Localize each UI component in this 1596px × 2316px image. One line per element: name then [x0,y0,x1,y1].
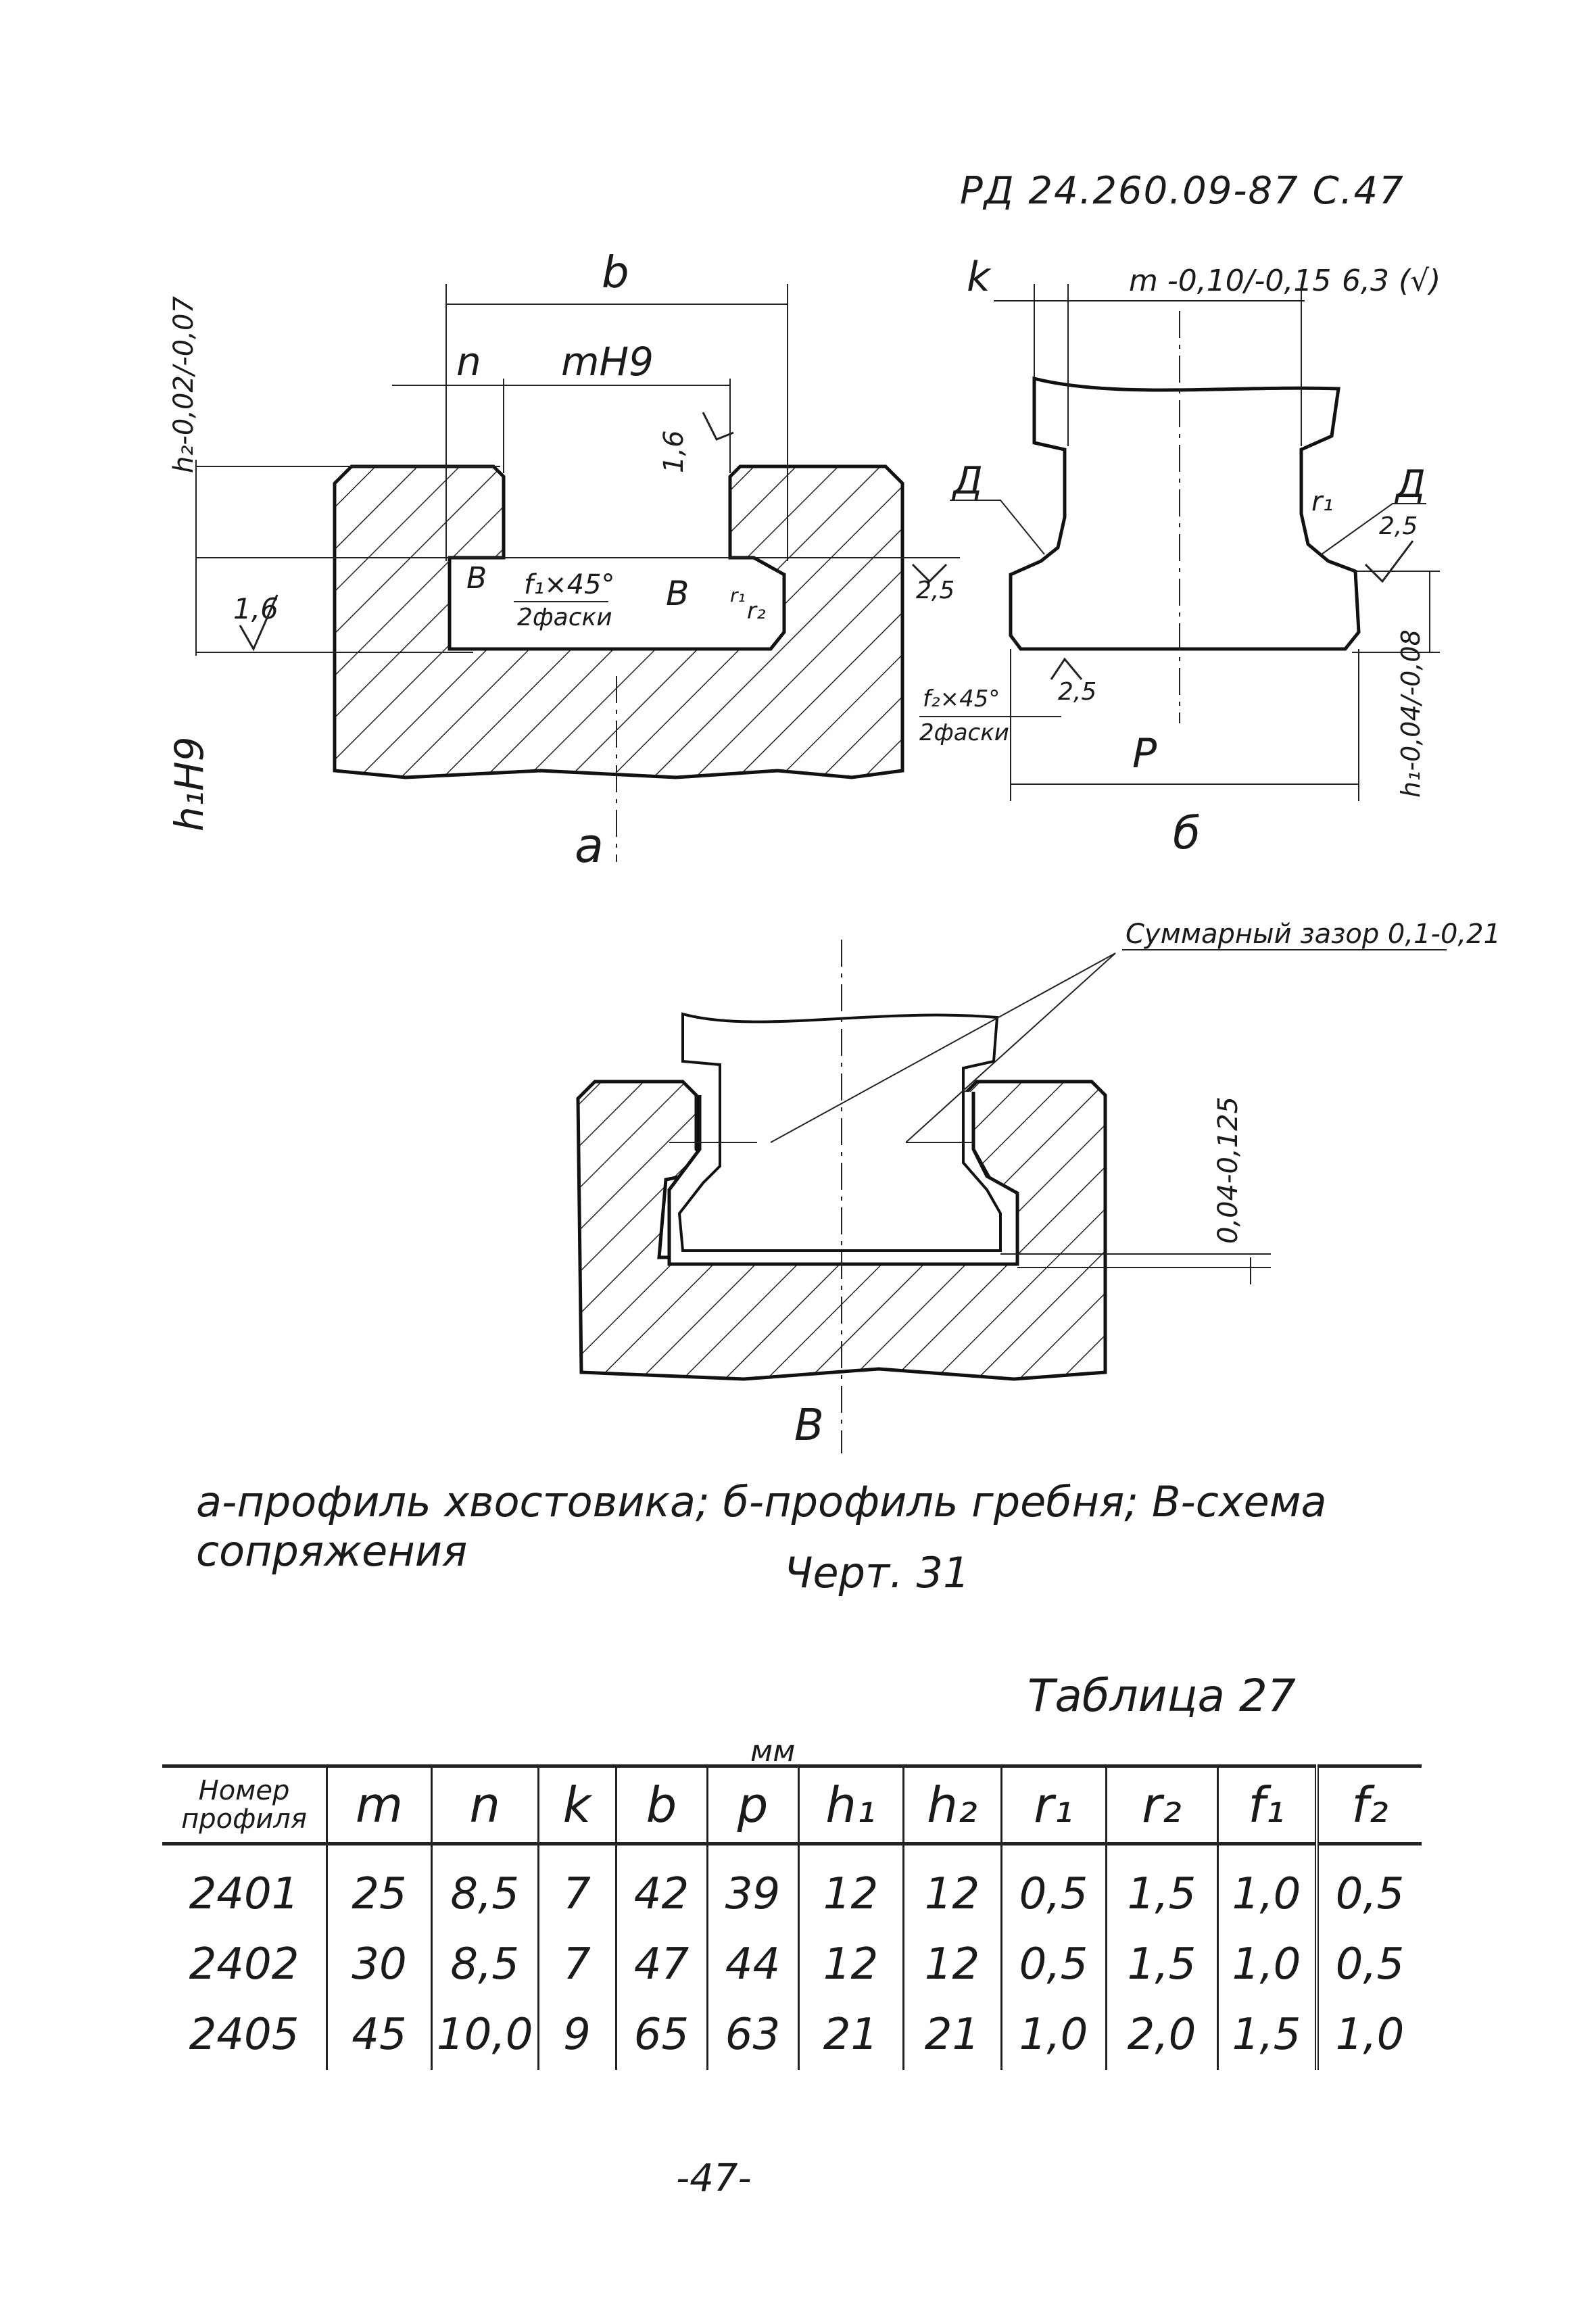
technical-drawing: b n mH9 h₂-0,02/-0,07 h₁H9 1,6 1,6 2,5 f… [166,248,1501,1453]
cell: 65 [614,2000,707,2070]
view-b-body [1009,376,1361,651]
cell: 0,5 [1000,1843,1106,1929]
cell: 30 [326,1929,432,2000]
cell: 1,5 [1105,1843,1217,1929]
table-title: Таблица 27 [1027,1670,1296,1722]
cell: 9 [537,2000,616,2070]
header-n: n [431,1764,538,1845]
dim-p-label: P [1132,730,1157,777]
header-r1: r₁ [1000,1764,1106,1845]
chamfer-f2-label: f₂×45° [923,685,1000,713]
table-row: 2401 25 8,5 7 42 39 12 12 0,5 1,5 1,0 0,… [162,1843,1422,1929]
page-number: -47- [676,2156,752,2200]
header-f2: f₂ [1314,1764,1422,1845]
cell: 2405 [189,2010,299,2060]
table-row: 2405 45 10,0 9 65 63 21 21 1,0 2,0 1,5 1… [162,2000,1422,2070]
view-c-ridge-body [677,1012,1002,1252]
detail-b-right: В [666,574,689,613]
roughness-2-5-right-b: 2,5 [1379,512,1418,540]
header-r2: r₂ [1105,1764,1217,1845]
cell: 63 [706,2000,798,2070]
cell: 7 [537,1843,616,1929]
cell: 0,5 [1314,1843,1422,1929]
view-a-label: a [575,818,604,873]
header-k: k [537,1764,616,1845]
header-b: b [614,1764,707,1845]
table-row: 2402 30 8,5 7 47 44 12 12 0,5 1,5 1,0 0,… [162,1929,1422,2000]
roughness-2-5-bottom-b: 2,5 [1058,678,1096,706]
header-profile-number: Номер профиля [162,1764,327,1845]
cell: 1,0 [1314,2000,1422,2070]
cell: 1,5 [1216,2000,1317,2070]
radius-r1-b: r₁ [1311,486,1333,517]
view-b-ridge-profile: k m -0,10/-0,15 6,3 (√) Д Д r₁ 2,5 2,5 h… [919,254,1441,859]
chamfer-f1-note: 2фаски [517,604,612,631]
cell: 1,0 [1216,1929,1317,2000]
cell: 0,5 [1314,1929,1422,2000]
cell: 2402 [189,1939,299,1989]
profile-dimensions-table: Номер профиля m n k b p h₁ h₂ r₁ r₂ f₁ f… [162,1764,1422,2070]
header-f1: f₁ [1216,1764,1317,1845]
dim-h1-b-label: h₁-0,04/-0,08 [1396,629,1426,798]
cell: 8,5 [431,1843,538,1929]
cell: 8,5 [431,1929,538,2000]
cell: 1,0 [1216,1843,1317,1929]
table-units: мм [750,1734,796,1768]
roughness-general: 6,3 (√) [1342,264,1441,298]
cell: 12 [797,1929,903,2000]
cell: 2,0 [1105,2000,1217,2070]
header-h1: h₁ [797,1764,903,1845]
radius-r1-a: r₁ [730,584,746,606]
cell: 47 [614,1929,707,2000]
cell: 12 [902,1929,1001,2000]
cell: 21 [902,2000,1001,2070]
cell: 2401 [189,1869,299,1919]
detail-d-left: Д [951,459,983,503]
cell: 7 [537,1929,616,2000]
dim-b-label: b [602,248,629,298]
table-header-row: Номер профиля m n k b p h₁ h₂ r₁ r₂ f₁ f… [162,1764,1422,1845]
view-c-mating-scheme: Суммарный зазор 0,1-0,21 0,04-0,125 В [576,919,1501,1453]
figure-number: Черт. 31 [784,1548,970,1597]
header-m: m [326,1764,432,1845]
view-b-label: б [1173,807,1201,859]
figure-caption: а-профиль хвостовика; б-профиль гребня; … [196,1477,1327,1576]
cell: 10,0 [431,2000,538,2070]
cell: 44 [706,1929,798,2000]
cell: 12 [902,1843,1001,1929]
cell: 12 [797,1843,903,1929]
detail-d-right: Д [1394,462,1426,506]
cell: 1,0 [1000,2000,1106,2070]
cell: 0,5 [1000,1929,1106,2000]
roughness-1-6-top: 1,6 [658,430,690,473]
radius-r2-a: r₂ [747,598,766,625]
header-h2: h₂ [902,1764,1001,1845]
header-p: p [706,1764,798,1845]
gap-note: Суммарный зазор 0,1-0,21 [1126,919,1501,950]
cell: 1,5 [1105,1929,1217,2000]
roughness-2-5-right: 2,5 [916,577,954,604]
chamfer-f2-note: 2фаски [919,719,1009,746]
cell: 39 [706,1843,798,1929]
view-a-shank-profile: b n mH9 h₂-0,02/-0,07 h₁H9 1,6 1,6 2,5 f… [166,248,960,873]
dim-h2-label: h₂-0,02/-0,07 [168,296,199,473]
dim-m-label: m -0,10/-0,15 [1129,264,1331,298]
cell: 45 [326,2000,432,2070]
view-c-label: В [794,1401,824,1451]
dim-k-label: k [967,254,992,301]
dim-n-label: n [456,339,481,385]
cell: 42 [614,1843,707,1929]
cell: 25 [326,1843,432,1929]
document-reference: РД 24.260.09-87 С.47 [960,169,1405,213]
chamfer-f1-label: f₁×45° [524,569,615,600]
dim-mh9-label: mH9 [561,339,654,385]
dim-h1h9-label: h₁H9 [166,736,212,831]
cell: 21 [797,2000,903,2070]
gap-vertical-dim: 0,04-0,125 [1213,1096,1244,1244]
detail-b-left: В [466,561,487,596]
